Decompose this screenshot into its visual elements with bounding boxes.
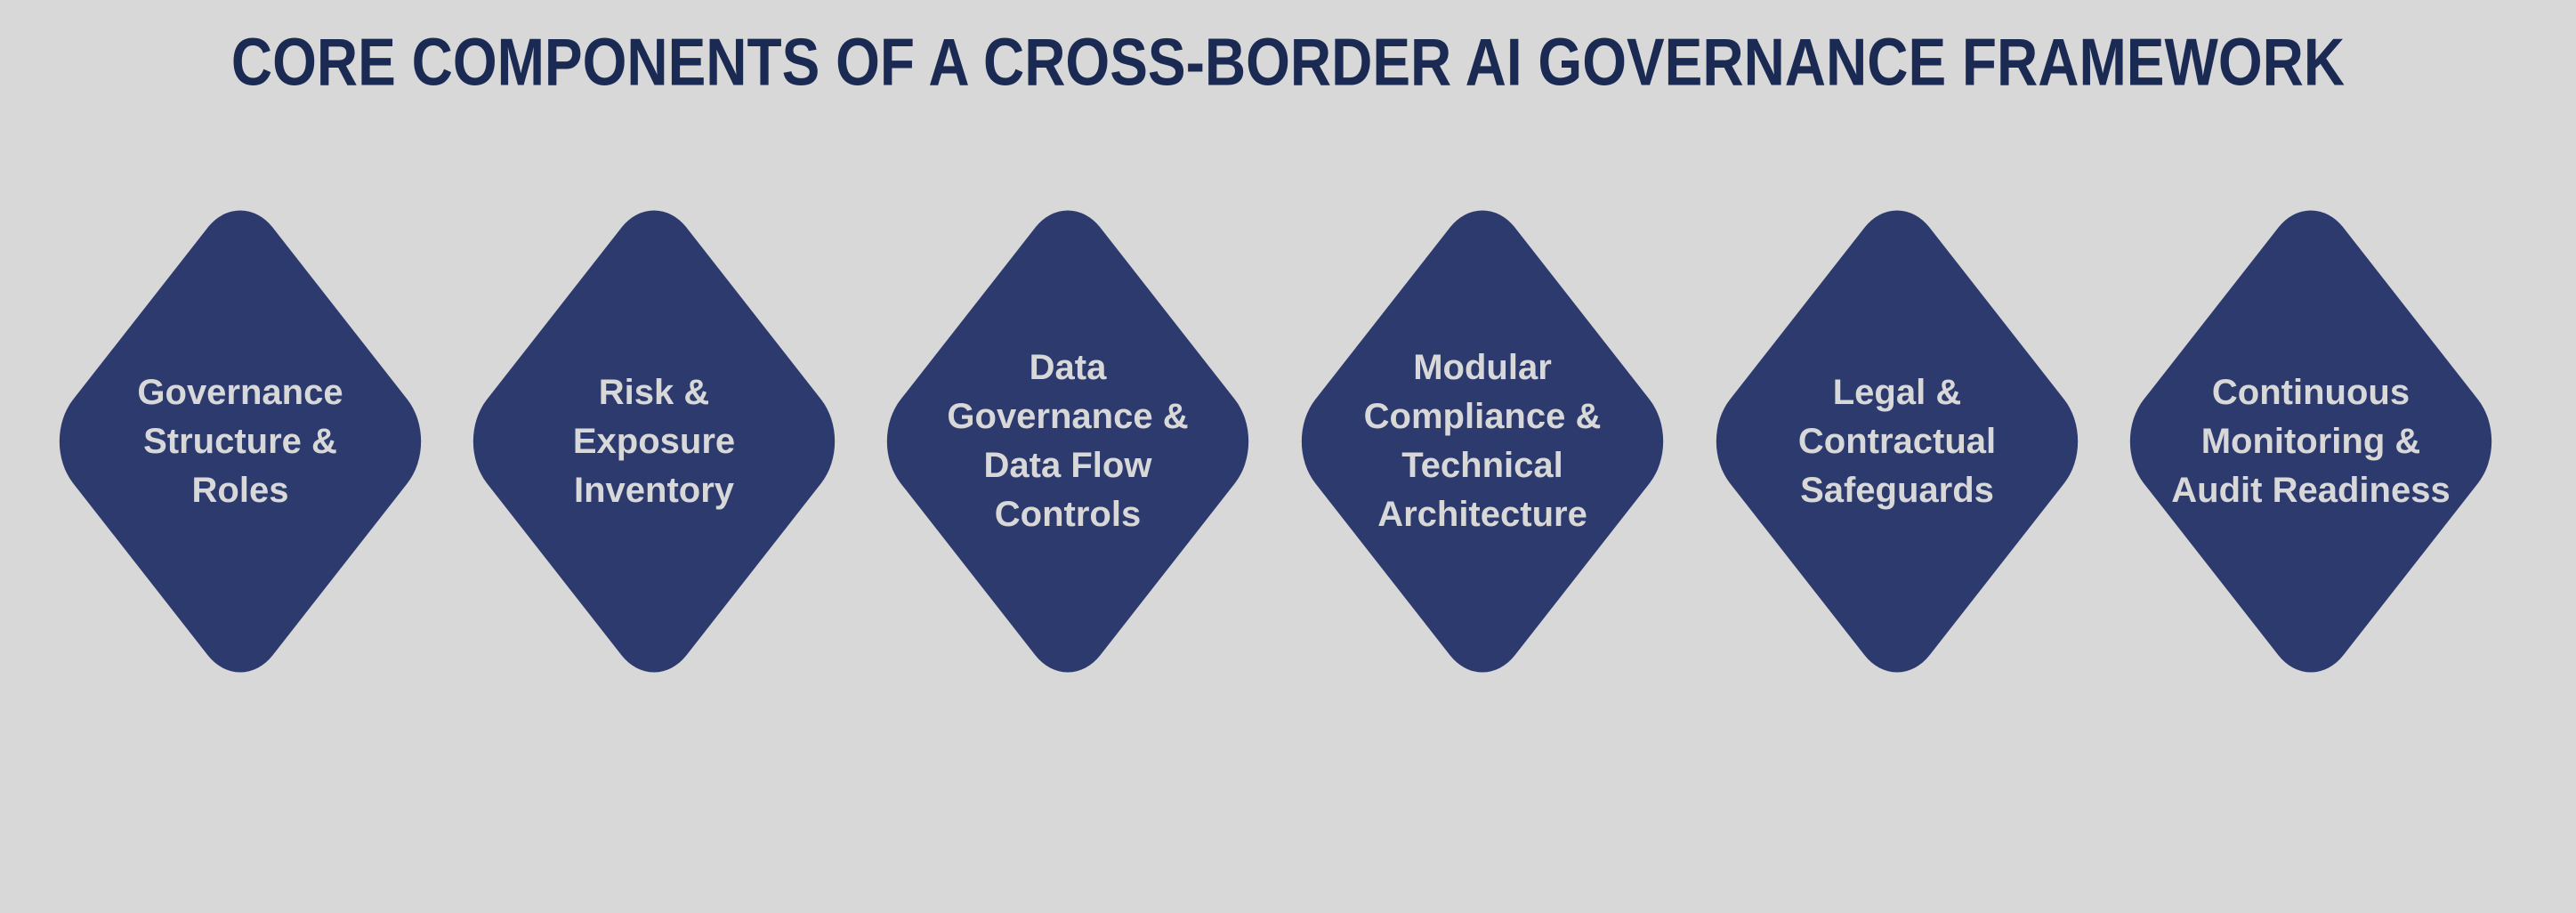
diamond-label-continuous-monitoring-audit-readiness: Continuous Monitoring & Audit Readiness — [2171, 372, 2451, 510]
diamond-item-data-governance-data-flow-controls: Data Governance & Data Flow Controls — [868, 186, 1268, 697]
diamond-label-legal-contractual-safeguards: Legal & Contractual Safeguards — [1797, 372, 1997, 510]
diamond-item-governance-structure-roles: Governance Structure & Roles — [40, 186, 440, 697]
diamond-label-data-governance-data-flow-controls: Data Governance & Data Flow Controls — [947, 348, 1189, 534]
diamond-label-governance-structure-roles: Governance Structure & Roles — [137, 372, 343, 510]
diamond-label-modular-compliance-technical-architecture: Modular Compliance & Technical Architect… — [1363, 348, 1602, 534]
diamond-item-legal-contractual-safeguards: Legal & Contractual Safeguards — [1697, 186, 2097, 697]
diamond-item-modular-compliance-technical-architecture: Modular Compliance & Technical Architect… — [1282, 186, 1683, 697]
diamond-item-risk-exposure-inventory: Risk & Exposure Inventory — [454, 186, 854, 697]
diamond-label-risk-exposure-inventory: Risk & Exposure Inventory — [572, 372, 736, 510]
page-title: CORE COMPONENTS OF A CROSS-BORDER AI GOV… — [230, 24, 2346, 101]
diamond-item-continuous-monitoring-audit-readiness: Continuous Monitoring & Audit Readiness — [2111, 186, 2511, 697]
